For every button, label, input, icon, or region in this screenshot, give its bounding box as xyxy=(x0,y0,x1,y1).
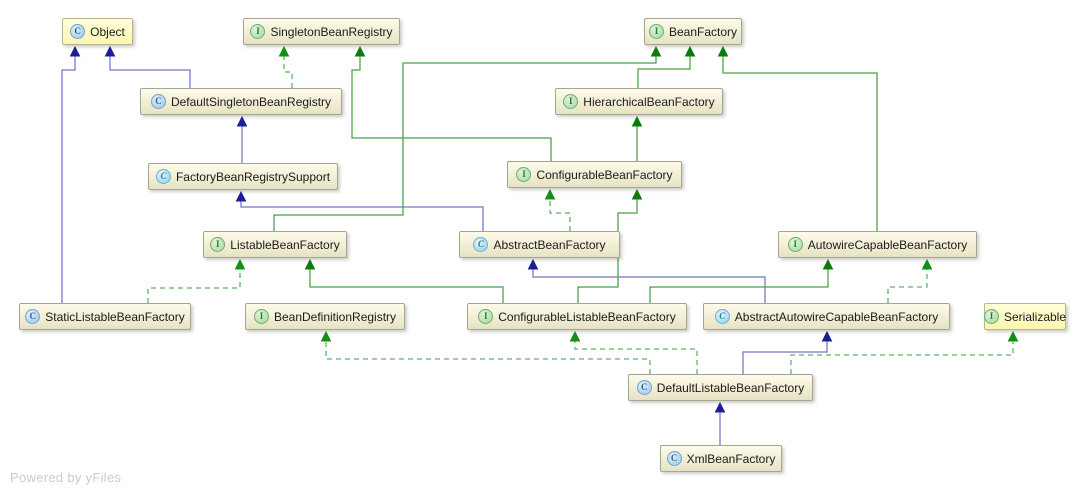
interface-icon: I xyxy=(516,167,532,182)
node-StaticListableBeanFactory[interactable]: C StaticListableBeanFactory xyxy=(19,303,191,330)
node-HierarchicalBeanFactory[interactable]: I HierarchicalBeanFactory xyxy=(555,88,723,115)
arrowhead xyxy=(104,45,116,57)
edge-ListableBeanFactory-BeanFactory xyxy=(273,45,662,231)
edge-AbstractAutowireCapableBeanFactory-AbstractBeanFactory xyxy=(527,258,766,303)
arrowhead xyxy=(822,258,834,270)
edge-DefaultSingletonBeanRegistry-Object xyxy=(104,45,191,88)
class-icon: C xyxy=(666,451,682,466)
node-label: XmlBeanFactory xyxy=(686,451,776,466)
node-label: DefaultSingletonBeanRegistry xyxy=(170,94,332,109)
abstract-class-icon: C xyxy=(155,169,171,184)
interface-icon: I xyxy=(250,24,266,39)
node-DefaultSingletonBeanRegistry[interactable]: C DefaultSingletonBeanRegistry xyxy=(140,88,342,115)
abstract-class-icon: C xyxy=(473,237,489,252)
edge-HierarchicalBeanFactory-BeanFactory xyxy=(637,45,696,88)
edge-AbstractBeanFactory-ConfigurableBeanFactory xyxy=(544,188,571,231)
interface-icon: I xyxy=(210,237,226,252)
interface-icon: I xyxy=(563,94,579,109)
edge-ConfigurableListableBeanFactory-AutowireCapableBeanFactory xyxy=(649,258,834,303)
edge-ConfigurableBeanFactory-HierarchicalBeanFactory xyxy=(631,115,643,161)
node-label: HierarchicalBeanFactory xyxy=(583,94,715,109)
interface-icon: I xyxy=(253,309,269,324)
node-label: ConfigurableListableBeanFactory xyxy=(498,309,676,324)
node-AutowireCapableBeanFactory[interactable]: I AutowireCapableBeanFactory xyxy=(778,231,977,258)
node-label: Serializable xyxy=(1003,309,1067,324)
node-BeanFactory[interactable]: I BeanFactory xyxy=(644,18,742,45)
arrowhead xyxy=(320,330,332,342)
node-label: StaticListableBeanFactory xyxy=(45,309,185,324)
arrowhead xyxy=(821,330,833,342)
node-AbstractBeanFactory[interactable]: C AbstractBeanFactory xyxy=(459,231,620,258)
edge-StaticListableBeanFactory-ListableBeanFactory xyxy=(147,258,246,303)
edge-ConfigurableListableBeanFactory-ListableBeanFactory xyxy=(304,258,504,303)
node-AbstractAutowireCapableBeanFactory[interactable]: C AbstractAutowireCapableBeanFactory xyxy=(703,303,950,330)
arrowhead xyxy=(921,258,933,270)
arrowhead xyxy=(304,258,316,270)
edge-AbstractBeanFactory-FactoryBeanRegistrySupport xyxy=(235,190,484,231)
node-label: BeanDefinitionRegistry xyxy=(273,309,397,324)
node-ConfigurableBeanFactory[interactable]: I ConfigurableBeanFactory xyxy=(507,161,682,188)
yfiles-watermark: Powered by yFiles xyxy=(10,470,122,485)
arrowhead xyxy=(631,188,643,200)
node-label: FactoryBeanRegistrySupport xyxy=(175,169,331,184)
class-icon: C xyxy=(150,94,166,109)
node-ListableBeanFactory[interactable]: I ListableBeanFactory xyxy=(203,231,347,258)
node-label: SingletonBeanRegistry xyxy=(270,24,393,39)
node-FactoryBeanRegistrySupport[interactable]: C FactoryBeanRegistrySupport xyxy=(148,163,338,190)
arrowhead xyxy=(234,258,246,270)
node-label: AbstractAutowireCapableBeanFactory xyxy=(734,309,939,324)
node-Object[interactable]: C Object xyxy=(62,18,133,45)
node-label: ListableBeanFactory xyxy=(230,237,340,252)
node-label: BeanFactory xyxy=(668,24,738,39)
node-label: Object xyxy=(90,24,125,39)
class-icon: C xyxy=(636,380,652,395)
arrowhead xyxy=(650,45,662,57)
edge-DefaultSingletonBeanRegistry-SingletonBeanRegistry xyxy=(278,45,293,88)
node-BeanDefinitionRegistry[interactable]: I BeanDefinitionRegistry xyxy=(245,303,405,330)
node-DefaultListableBeanFactory[interactable]: C DefaultListableBeanFactory xyxy=(628,374,813,401)
edge-DefaultListableBeanFactory-ConfigurableListableBeanFactory xyxy=(569,330,698,374)
arrowhead xyxy=(69,45,81,57)
edge-FactoryBeanRegistrySupport-DefaultSingletonBeanRegistry xyxy=(236,115,248,163)
interface-icon: I xyxy=(478,309,494,324)
interface-icon: I xyxy=(983,309,999,324)
arrowhead xyxy=(631,115,643,127)
arrowhead xyxy=(527,258,539,270)
edge-DefaultListableBeanFactory-BeanDefinitionRegistry xyxy=(320,330,651,374)
class-icon: C xyxy=(70,24,86,39)
node-label: AbstractBeanFactory xyxy=(493,237,606,252)
edge-StaticListableBeanFactory-Object xyxy=(61,45,81,303)
node-XmlBeanFactory[interactable]: C XmlBeanFactory xyxy=(660,445,782,472)
edge-ConfigurableBeanFactory-SingletonBeanRegistry xyxy=(351,45,552,161)
arrowhead xyxy=(236,115,248,127)
node-label: AutowireCapableBeanFactory xyxy=(807,237,968,252)
arrowhead xyxy=(717,45,729,57)
interface-icon: I xyxy=(787,237,803,252)
node-SingletonBeanRegistry[interactable]: I SingletonBeanRegistry xyxy=(243,18,400,45)
arrowhead xyxy=(714,401,726,413)
edge-AbstractAutowireCapableBeanFactory-AutowireCapableBeanFactory xyxy=(887,258,933,303)
edge-AutowireCapableBeanFactory-BeanFactory xyxy=(717,45,878,231)
arrowhead xyxy=(278,45,290,57)
arrowhead xyxy=(684,45,696,57)
node-label: ConfigurableBeanFactory xyxy=(536,167,673,182)
edge-DefaultListableBeanFactory-AbstractAutowireCapableBeanFactory xyxy=(742,330,833,374)
node-label: DefaultListableBeanFactory xyxy=(656,380,805,395)
edge-DefaultListableBeanFactory-Serializable xyxy=(790,330,1019,374)
abstract-class-icon: C xyxy=(714,309,730,324)
arrowhead xyxy=(354,45,366,57)
node-ConfigurableListableBeanFactory[interactable]: I ConfigurableListableBeanFactory xyxy=(467,303,687,330)
class-icon: C xyxy=(25,309,41,324)
arrowhead xyxy=(569,330,581,342)
node-Serializable[interactable]: I Serializable xyxy=(983,303,1067,330)
arrowhead xyxy=(1007,330,1019,342)
arrowhead xyxy=(544,188,556,200)
arrowhead xyxy=(235,190,247,202)
interface-icon: I xyxy=(648,24,664,39)
edge-XmlBeanFactory-DefaultListableBeanFactory xyxy=(714,401,726,445)
